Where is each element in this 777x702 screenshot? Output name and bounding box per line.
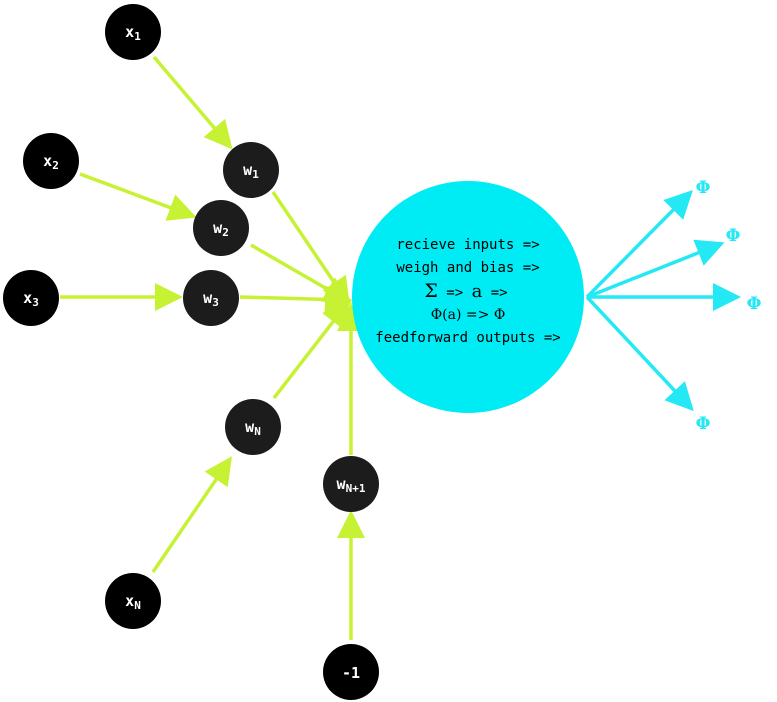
weight-node-wN1: wN+1 xyxy=(323,456,379,512)
arrow-w2-to-neuron xyxy=(250,243,353,304)
output-arrow-1 xyxy=(585,190,693,299)
sigma-symbol: Σ xyxy=(424,280,437,302)
svg-text:wN: wN xyxy=(245,418,261,438)
neuron-body xyxy=(352,181,584,413)
sum-arrow-end: => xyxy=(482,285,507,301)
svg-text:w2: w2 xyxy=(213,219,229,239)
output-arrow-2 xyxy=(586,239,725,299)
sum-arrow: => xyxy=(438,285,472,301)
svg-text:wN+1: wN+1 xyxy=(337,475,366,495)
activation-variable: a xyxy=(472,281,483,302)
svg-text:x1: x1 xyxy=(125,23,141,43)
neuron-line-weigh: weigh and bias => xyxy=(396,260,539,276)
arrow-xN-to-wN xyxy=(151,456,232,573)
output-phi-2: Φ xyxy=(726,226,741,246)
arrow-wN-to-neuron xyxy=(272,299,351,400)
svg-text:x2: x2 xyxy=(43,152,59,172)
svg-text:-1: -1 xyxy=(342,664,360,682)
neuron-line-sum: Σ => a => xyxy=(424,280,507,302)
output-phi-3: Φ xyxy=(747,294,762,314)
neuron-line-activation: Φ(a) => Φ xyxy=(431,307,506,323)
neuron-line-feedforward: feedforward outputs => xyxy=(375,330,560,346)
input-node-x1: x1 xyxy=(105,4,161,60)
weight-node-w2: w2 xyxy=(193,200,249,256)
output-phi-1: Φ xyxy=(696,178,711,198)
weight-node-w3: w3 xyxy=(183,270,239,326)
output-arrow-4 xyxy=(585,295,694,412)
weight-node-wN: wN xyxy=(225,399,281,455)
svg-text:x3: x3 xyxy=(23,289,39,309)
input-node-x3: x3 xyxy=(3,270,59,326)
svg-text:w1: w1 xyxy=(243,161,259,181)
arrow-x2-to-w2 xyxy=(79,172,197,221)
arrow-w1-to-neuron xyxy=(271,191,350,306)
output-phi-4: Φ xyxy=(696,414,711,434)
weight-node-w1: w1 xyxy=(223,142,279,198)
bias-input-node: -1 xyxy=(323,644,379,700)
neuron-line-receive: recieve inputs => xyxy=(396,237,539,253)
arrow-w3-to-neuron xyxy=(239,285,353,314)
input-node-xN: xN xyxy=(105,573,161,629)
svg-text:xN: xN xyxy=(125,592,141,612)
input-node-x2: x2 xyxy=(23,133,79,189)
arrow-x1-to-w1 xyxy=(152,55,233,150)
svg-text:w3: w3 xyxy=(203,289,219,309)
